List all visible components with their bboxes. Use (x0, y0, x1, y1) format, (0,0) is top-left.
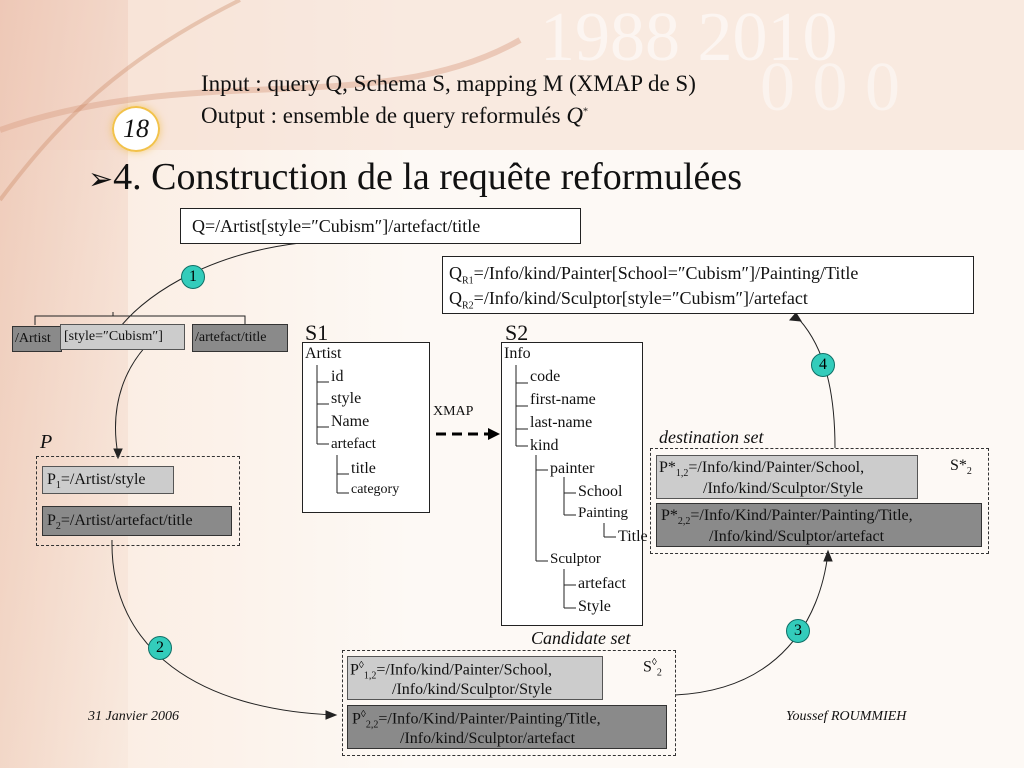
tree-node: Sculptor (550, 551, 601, 567)
tree-node: first-name (530, 391, 596, 408)
slide-number-badge: 18 (112, 106, 160, 152)
step-2-marker: 2 (148, 636, 172, 660)
destination-p12: P*1,2=/Info/kind/Painter/School, /Info/k… (656, 455, 918, 499)
destination-schema-label: S*2 (950, 457, 972, 478)
tree-node: id (331, 368, 344, 385)
tree-node: style (331, 390, 362, 407)
path-p1: P1=/Artist/style (42, 466, 174, 494)
tree-node: Artist (305, 345, 342, 362)
path-set-label: P (40, 431, 53, 453)
query-text: Q=/Artist[style=″Cubism″]/artefact/title (192, 216, 481, 236)
reformulated-queries-box: QR1=/Info/kind/Painter[School=″Cubism″]/… (442, 256, 974, 314)
tree-node: artefact (331, 436, 376, 452)
schema2-tree: Info code first-name last-name kind pain… (501, 342, 648, 626)
title-text: 4. Construction de la requête reformulée… (113, 156, 743, 198)
destination-set (650, 448, 989, 554)
destination-set-label: destination set (659, 427, 764, 447)
path-set (36, 456, 240, 546)
tree-node: Style (578, 598, 611, 615)
svg-text:0 0 0: 0 0 0 (760, 49, 900, 126)
reformulated-q2: QR2=/Info/kind/Sculptor[style=″Cubism″]/… (449, 288, 808, 312)
destination-p22: P*2,2=/Info/Kind/Painter/Painting/Title,… (656, 503, 982, 547)
step-3-marker: 3 (786, 619, 810, 643)
slide-title: ➢4. Construction de la requête reformulé… (88, 155, 742, 199)
schema1-tree: Artist id style Name artefact title cate… (302, 342, 430, 513)
output-symbol: Q (566, 103, 583, 128)
step-4-marker: 4 (811, 353, 835, 377)
output-text: Output : ensemble de query reformulés (201, 103, 561, 128)
schema2-label: S2 (505, 320, 529, 345)
bullet-icon: ➢ (88, 163, 114, 196)
tree-node: artefact (578, 575, 626, 592)
schema1-label: S1 (305, 320, 329, 345)
path-p2: P2=/Artist/artefact/title (42, 506, 232, 536)
tree-node: kind (530, 437, 559, 454)
output-star: * (582, 106, 588, 118)
tree-node: category (351, 482, 400, 497)
step-1-marker: 1 (181, 265, 205, 289)
tree-node: painter (550, 460, 595, 477)
query-box: Q=/Artist[style=″Cubism″]/artefact/title (180, 208, 581, 244)
output-line: Output : ensemble de query reformulés Q* (201, 103, 588, 129)
candidate-schema-label: S◊2 (643, 657, 662, 679)
input-line: Input : query Q, Schema S, mapping M (XM… (201, 71, 696, 96)
reformulated-q1: QR1=/Info/kind/Painter[School=″Cubism″]/… (449, 263, 859, 287)
candidate-set (342, 650, 676, 756)
footer-author: Youssef ROUMMIEH (786, 709, 907, 724)
tree-node: title (351, 460, 376, 477)
tree-node: Info (504, 345, 531, 362)
query-part-artist: /Artist (12, 326, 62, 352)
candidate-p12: P◊1,2=/Info/kind/Painter/School, /Info/k… (347, 656, 603, 700)
query-part-style: [style=″Cubism″] (60, 324, 185, 350)
tree-node: Name (331, 413, 370, 430)
tree-node: Painting (578, 505, 629, 521)
tree-lines (316, 365, 349, 494)
xmap-label: XMAP (433, 404, 474, 419)
query-part-artefact: /artefact/title (192, 324, 288, 352)
tree-node: code (530, 368, 561, 385)
tree-node: last-name (530, 414, 593, 431)
svg-text:1988 2010: 1988 2010 (540, 0, 838, 76)
slide-number: 18 (123, 114, 149, 143)
tree-node: Title (618, 528, 648, 545)
footer-date: 31 Janvier 2006 (88, 709, 179, 724)
tree-lines (515, 365, 616, 609)
tree-node: School (578, 483, 623, 500)
candidate-set-label: Candidate set (531, 628, 631, 648)
candidate-p22: P◊2,2=/Info/Kind/Painter/Painting/Title,… (347, 705, 667, 749)
